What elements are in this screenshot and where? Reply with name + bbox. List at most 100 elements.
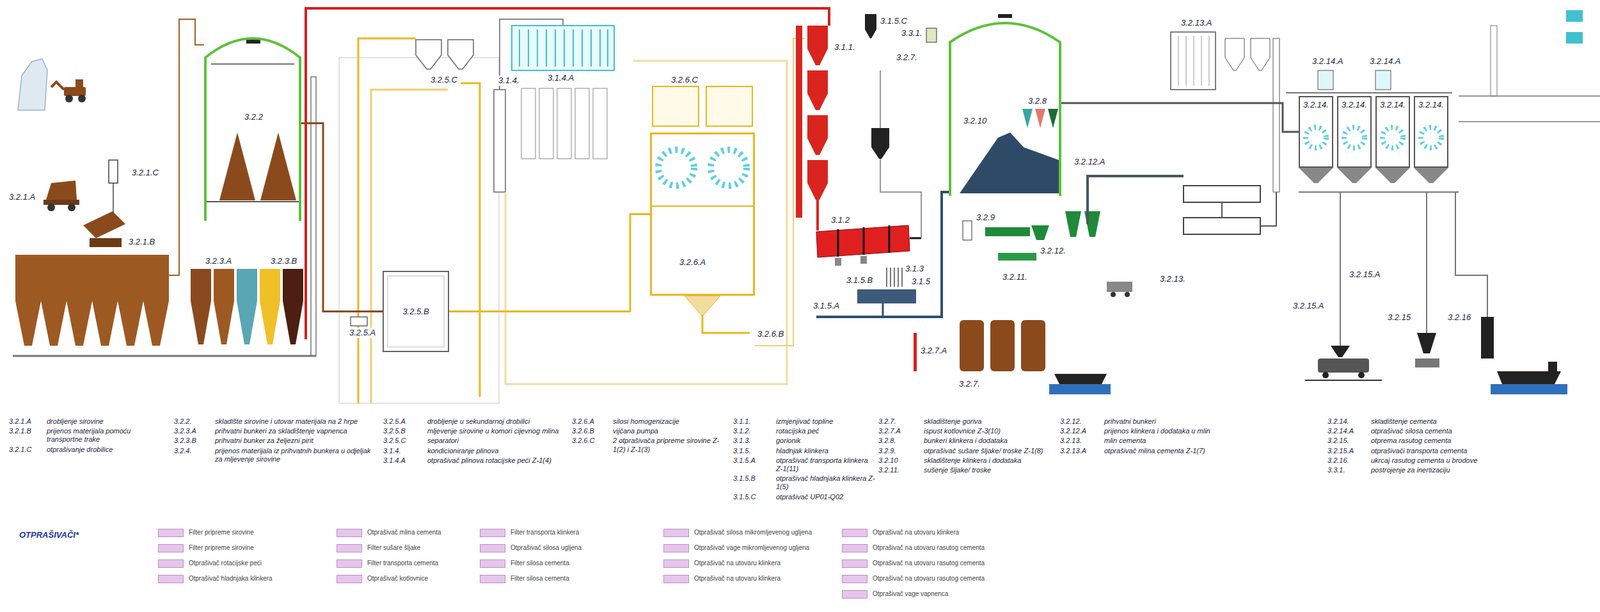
drawing-part bbox=[658, 149, 695, 186]
drawing-part bbox=[1054, 373, 1107, 384]
legend-description: mlin cementa bbox=[1103, 436, 1310, 445]
drawing-part bbox=[1490, 383, 1568, 395]
drawing-part bbox=[310, 76, 317, 356]
drawing-part bbox=[1225, 38, 1245, 71]
cement-dispatch bbox=[1305, 316, 1568, 395]
callout-number: 3.2.7. bbox=[958, 378, 981, 389]
legend-code: 3.1.4. bbox=[382, 446, 402, 455]
drawing-part bbox=[108, 159, 118, 183]
tube-mill: 3.2.5.B bbox=[382, 270, 450, 352]
drawing-part bbox=[1305, 379, 1382, 381]
drawing-part bbox=[1106, 281, 1133, 292]
drawing-part bbox=[1305, 127, 1327, 148]
drawing-part bbox=[1382, 127, 1403, 148]
legend-swatch bbox=[479, 543, 506, 553]
cement-silo: 3.2.14. bbox=[1375, 95, 1410, 168]
heat-exchanger bbox=[795, 25, 828, 231]
node-label: 3.2.2 bbox=[243, 111, 264, 123]
callout-number: 3.3.1. bbox=[900, 28, 924, 39]
storage-piles bbox=[205, 39, 301, 202]
legend-swatch bbox=[841, 559, 868, 568]
legend-swatch bbox=[841, 543, 868, 553]
drawing-part bbox=[205, 200, 301, 203]
legend-swatch bbox=[336, 528, 363, 537]
drawing-part bbox=[259, 268, 281, 345]
legend-description: ispust kotlovnice Z-3(10) bbox=[923, 426, 1056, 436]
legend-swatch bbox=[663, 543, 690, 553]
drawing-part bbox=[593, 88, 608, 159]
drawing-part bbox=[1124, 291, 1130, 297]
callout-number: 3.1.5.C bbox=[879, 15, 908, 27]
homogenization-area bbox=[505, 38, 805, 384]
drawing-part bbox=[15, 254, 169, 301]
legend-description: hladnjak klinkera bbox=[775, 446, 876, 455]
drawing-part bbox=[879, 70, 881, 128]
legend-text: Filter pripreme sirovine bbox=[188, 528, 254, 537]
legend-text: Otprašivač silosa ugljena bbox=[510, 543, 582, 552]
legend-code: 3.2.3.B bbox=[173, 436, 198, 445]
drawing-part bbox=[83, 211, 126, 238]
callout-number: 3.1.3 bbox=[904, 263, 925, 274]
cement-mill bbox=[1106, 31, 1280, 297]
drawing-part bbox=[1413, 167, 1449, 183]
crusher bbox=[83, 159, 126, 247]
drawing-part bbox=[557, 88, 572, 159]
legend-code: 3.2.8. bbox=[877, 436, 897, 445]
legend-description: otprašivači transporta cementa bbox=[1370, 446, 1577, 455]
drawing-part bbox=[1021, 319, 1046, 372]
legend-description: otprašivač silosa cementa bbox=[1370, 426, 1577, 436]
drawing-part bbox=[1183, 217, 1261, 235]
node-label: 3.2.14. bbox=[1379, 99, 1407, 111]
legend-code: 3.2.1.C bbox=[8, 445, 32, 454]
legend-code: 3.1.1. bbox=[732, 417, 752, 426]
drawing-part bbox=[43, 199, 80, 205]
drawing-part bbox=[838, 225, 890, 257]
right-edge bbox=[1458, 10, 1600, 122]
legend-code: 3.2.6.C bbox=[571, 436, 595, 445]
storage-hall: 3.2.2 bbox=[204, 25, 302, 221]
drawing-part bbox=[460, 83, 480, 397]
drawing-part bbox=[807, 48, 828, 66]
drawing-part bbox=[1420, 127, 1442, 148]
callout-number: 3.2.1.B bbox=[127, 236, 156, 247]
drawing-part bbox=[990, 319, 1015, 372]
legend-description: bunkeri klinkera i dodataka bbox=[923, 436, 1056, 445]
drawing-part bbox=[795, 25, 803, 218]
legend-swatch bbox=[841, 574, 868, 583]
drawing-part bbox=[493, 89, 506, 192]
callout-number: 3.2.3.B bbox=[269, 255, 298, 267]
callout-number: 3.2.13.A bbox=[1180, 17, 1213, 29]
callout-number: 3.2.1.A bbox=[8, 191, 36, 203]
drawing-part bbox=[190, 268, 212, 345]
legend-text: Otprašivač vage vapnenca bbox=[872, 589, 949, 598]
drawing-part bbox=[1317, 70, 1334, 90]
legend-description: prijenos materijala pomoću transportne t… bbox=[46, 426, 169, 444]
drawing-part bbox=[807, 182, 828, 200]
callout-number: 3.2.13. bbox=[1159, 273, 1187, 285]
legend-swatch bbox=[663, 528, 690, 537]
drawing-part bbox=[1285, 92, 1453, 94]
callout-number: 3.2.14.A bbox=[1369, 56, 1402, 67]
legend-description: otprašivač hladnjaka klinkera Z-1(5) bbox=[775, 474, 876, 491]
legend-description: mljevenje sirovine u komori cijevnog mli… bbox=[426, 426, 568, 436]
drawing-part bbox=[857, 289, 917, 304]
callout-number: 3.2.11. bbox=[1001, 271, 1029, 283]
legend-code: 3.1.5.B bbox=[732, 474, 757, 483]
legend-description: otprašivač transporta klinkera Z-1(11) bbox=[775, 456, 876, 473]
legend-text: Otprašivač na utovaru rasutog cementa bbox=[872, 543, 985, 552]
drawing-part bbox=[236, 268, 258, 345]
legend-code: 3.2.3.A bbox=[173, 426, 198, 436]
callout-number: 3.2.7. bbox=[895, 52, 919, 63]
drawing-part bbox=[1273, 38, 1280, 192]
legend-code: 3.1.5. bbox=[732, 446, 752, 455]
drawing-part bbox=[282, 268, 304, 345]
legend-code: 3.2.12. bbox=[1059, 417, 1083, 426]
drawing-part bbox=[864, 14, 877, 39]
drawing-part bbox=[211, 63, 295, 65]
drawing-part bbox=[67, 203, 76, 212]
legend-code: 3.1.4.A bbox=[382, 456, 407, 465]
legend-text: Otprašivač hladnjaka klinkera bbox=[188, 574, 273, 583]
drawing-part bbox=[213, 268, 235, 345]
